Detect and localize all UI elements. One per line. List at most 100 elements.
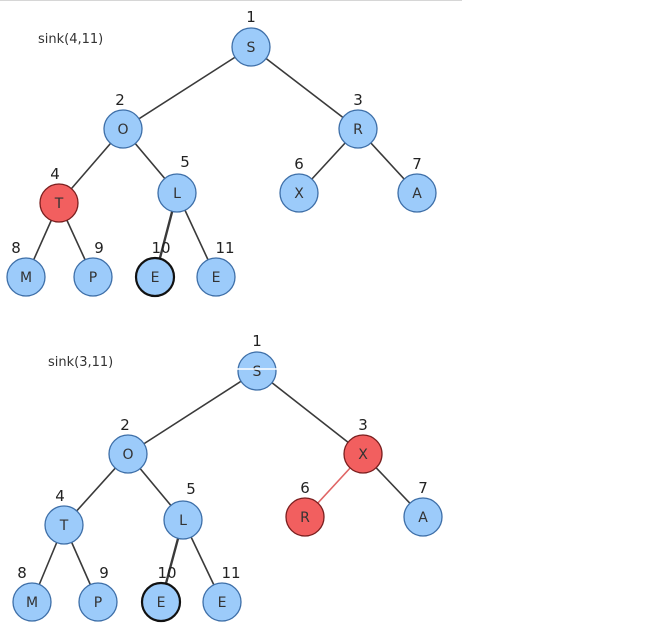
node-circle (163, 500, 203, 540)
node-circle (39, 183, 79, 223)
tree-node-3: X3 (343, 416, 383, 474)
node-circle (108, 434, 148, 474)
tree-node-7: A7 (403, 479, 443, 537)
node-letter: M (26, 595, 38, 611)
tree-edge-1-2 (127, 370, 258, 455)
node-index-label: 10 (157, 564, 176, 582)
node-index-label: 4 (55, 487, 65, 505)
node-letter: X (358, 447, 368, 463)
node-circle (6, 257, 46, 297)
node-circle (73, 257, 113, 297)
node-letter: P (89, 270, 97, 286)
tree-edge-1-3 (250, 46, 359, 130)
node-letter: S (247, 40, 256, 56)
node-letter: E (218, 595, 227, 611)
node-letter: T (54, 196, 64, 212)
node-circle (44, 505, 84, 545)
tree-node-1: S1 (237, 332, 277, 391)
node-index-label: 6 (300, 479, 310, 497)
node-index-label: 3 (358, 416, 368, 434)
tree-node-6: R6 (285, 479, 325, 537)
node-circle (237, 351, 277, 391)
node-letter: L (179, 513, 187, 529)
node-index-label: 5 (186, 480, 196, 498)
tree-node-4: T4 (39, 165, 79, 223)
node-letter: S (253, 364, 262, 380)
node-circle (231, 27, 271, 67)
tree-node-2: O2 (103, 91, 143, 149)
node-index-label: 2 (115, 91, 125, 109)
node-index-label: 7 (412, 155, 422, 173)
node-index-label: 10 (151, 239, 170, 257)
tree-edge-1-2 (122, 46, 252, 130)
node-circle (338, 109, 378, 149)
node-circle (343, 434, 383, 474)
tree-node-5: L5 (157, 153, 197, 213)
node-index-label: 4 (50, 165, 60, 183)
node-circle (134, 256, 176, 298)
node-letter: T (59, 518, 69, 534)
node-index-label: 6 (294, 155, 304, 173)
tree-node-8: M8 (6, 239, 46, 297)
node-circle (196, 257, 236, 297)
tree-node-6: X6 (279, 155, 319, 213)
node-index-label: 8 (11, 239, 21, 257)
tree-edge-1-3 (256, 370, 364, 455)
tree-node-10: E 10 (134, 239, 176, 298)
node-index-label: 9 (99, 564, 109, 582)
node-circle (140, 581, 182, 623)
node-circle (403, 497, 443, 537)
node-letter: P (94, 595, 102, 611)
node-circle (285, 497, 325, 537)
tree-node-9: P9 (73, 239, 113, 297)
tree-node-9: P9 (78, 564, 118, 622)
tree-node-2: O2 (108, 416, 148, 474)
node-circle (397, 173, 437, 213)
node-letter: E (212, 270, 221, 286)
node-letter: A (412, 186, 422, 202)
node-circle (202, 582, 242, 622)
node-letter: O (117, 122, 128, 138)
node-letter: R (300, 510, 310, 526)
node-circle (279, 173, 319, 213)
node-letter: R (353, 122, 363, 138)
node-letter: M (20, 270, 32, 286)
node-letter: O (122, 447, 133, 463)
tree-node-10: E 10 (140, 564, 182, 623)
node-letter: A (418, 510, 428, 526)
node-index-label: 1 (252, 332, 262, 350)
node-circle (157, 173, 197, 213)
node-circle (103, 109, 143, 149)
node-index-label: 2 (120, 416, 130, 434)
node-index-label: 11 (221, 564, 240, 582)
tree-node-3: R3 (338, 91, 378, 149)
node-index-label: 7 (418, 479, 428, 497)
tree-node-5: L5 (163, 480, 203, 540)
node-index-label: 11 (215, 239, 234, 257)
node-index-label: 8 (17, 564, 27, 582)
node-index-label: 9 (94, 239, 104, 257)
tree-node-8: M8 (12, 564, 52, 622)
node-circle (12, 582, 52, 622)
node-index-label: 1 (246, 8, 256, 26)
top-divider (0, 0, 462, 1)
tree-node-11: E 11 (196, 239, 236, 297)
diagram-caption: sink(4,11) (38, 32, 103, 47)
tree-node-7: A7 (397, 155, 437, 213)
diagram-caption: sink(3,11) (48, 355, 113, 370)
node-letter: E (157, 595, 166, 611)
tree-node-1: S1 (231, 8, 271, 67)
tree-node-4: T4 (44, 487, 84, 545)
node-letter: X (294, 186, 304, 202)
node-index-label: 5 (180, 153, 190, 171)
tree-node-11: E 11 (202, 564, 242, 622)
node-letter: E (151, 270, 160, 286)
node-index-label: 3 (353, 91, 363, 109)
node-letter: L (173, 186, 181, 202)
node-circle (78, 582, 118, 622)
